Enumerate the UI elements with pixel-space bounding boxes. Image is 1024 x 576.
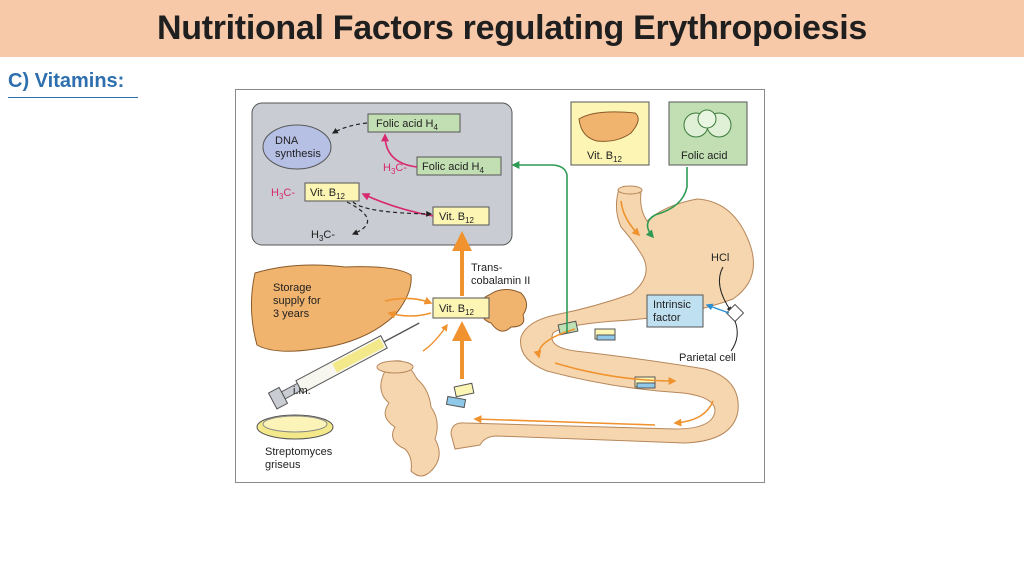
arrow-gut-flow-4 xyxy=(473,415,656,426)
methyl-folic-box xyxy=(416,156,502,176)
colon xyxy=(380,360,440,477)
arrow-storage-release xyxy=(384,296,433,305)
arrow-intrinsic-secretion xyxy=(705,303,730,314)
storage-label-3: 3 years xyxy=(273,308,310,320)
arrow-injection xyxy=(422,323,448,352)
liver-food-icon xyxy=(578,111,639,142)
petri-dish-inner xyxy=(262,415,328,433)
folic-acid-top-label: Folic acid H4 xyxy=(376,118,438,132)
folic-acid-top-box xyxy=(367,113,461,133)
dna-synthesis-label: synthesis xyxy=(275,148,321,160)
dietary-b12-label: Vit. B12 xyxy=(587,150,623,164)
methyl-prefix-folic: H3C- xyxy=(383,162,407,176)
arrow-folic-absorption xyxy=(511,161,568,333)
strepto-label-2: griseus xyxy=(265,459,301,471)
vegetable-icon-3 xyxy=(697,109,717,129)
b12-center-box xyxy=(432,297,490,319)
methyl-free-label: H3C- xyxy=(311,229,335,243)
arrow-gut-flow-2 xyxy=(554,362,677,385)
page-title: Nutritional Factors regulating Erythropo… xyxy=(156,9,868,47)
intrinsic-label: Intrinsic xyxy=(653,299,691,311)
arrow-storage-uptake xyxy=(387,310,432,319)
dietary-folic-label: Folic acid xyxy=(681,150,727,162)
b12-cell-label: Vit. B12 xyxy=(439,211,475,225)
arrow-oral-b12 xyxy=(620,200,641,237)
dna-label: DNA xyxy=(275,135,299,147)
methyl-b12-label: Vit. B12 xyxy=(310,187,346,201)
if-particle-3 xyxy=(445,395,467,409)
methyl-b12-box xyxy=(304,182,360,202)
esophagus-opening xyxy=(617,185,643,195)
transcobalamin-label-1: Trans- xyxy=(471,262,503,274)
dna-synthesis-node xyxy=(262,124,332,170)
parietal-cell-label: Parietal cell xyxy=(679,352,736,364)
storage-label-1: Storage xyxy=(273,282,312,294)
colon-opening xyxy=(376,360,414,374)
arrow-gut-flow-3 xyxy=(673,400,714,427)
section-underline xyxy=(8,97,138,98)
b12-particle-3 xyxy=(453,382,475,398)
hcl-label: HCl xyxy=(711,252,729,264)
b12-center-label: Vit. B12 xyxy=(439,303,475,317)
im-label: i.m. xyxy=(293,385,311,397)
parietal-pointer xyxy=(730,320,738,352)
methyl-prefix-b12: H3C- xyxy=(271,187,295,201)
arrow-b12-recycle xyxy=(352,201,433,217)
arrow-methyl-release xyxy=(346,201,369,235)
methyl-folic-label: Folic acid H4 xyxy=(422,161,484,175)
parietal-cell-icon xyxy=(725,303,745,323)
strepto-label-1: Streptomyces xyxy=(265,446,333,458)
arrow-b12-methylation xyxy=(361,193,434,217)
title-bar: Nutritional Factors regulating Erythropo… xyxy=(0,0,1024,57)
if-particle-2 xyxy=(636,382,656,389)
arrow-methyl-transfer xyxy=(381,133,418,168)
section-heading: C) Vitamins: xyxy=(8,70,125,92)
if-particle-1 xyxy=(596,334,616,341)
vitamin-b12-folic-acid-diagram: DNA synthesis Folic acid H4 H3C- Folic a… xyxy=(235,89,765,483)
syringe-icon xyxy=(267,322,420,410)
intrinsic-factor-box xyxy=(646,294,704,328)
arrow-hcl xyxy=(718,266,732,312)
arrow-folic-ingest xyxy=(645,167,688,239)
arrow-folic-to-dna xyxy=(331,122,368,134)
intrinsic-factor-label: factor xyxy=(653,312,681,324)
arrow-gut-flow-1 xyxy=(533,328,576,359)
storage-label-2: supply for xyxy=(273,295,321,307)
transcobalamin-label-2: cobalamin II xyxy=(471,275,530,287)
